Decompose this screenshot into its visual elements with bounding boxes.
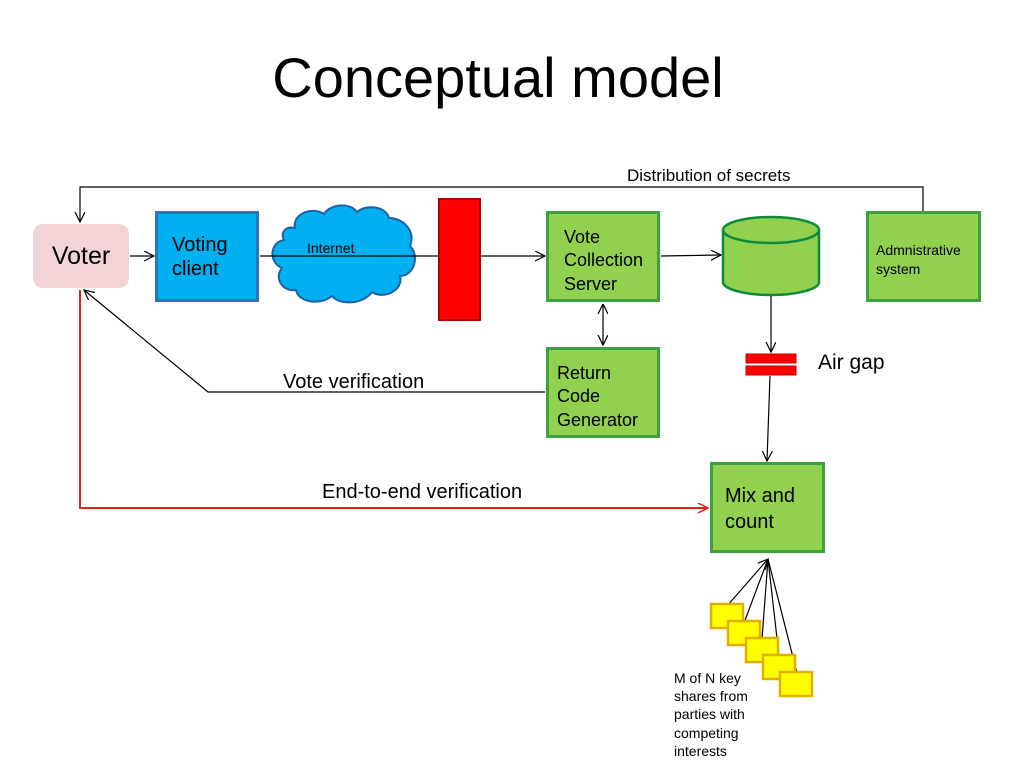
distribution-of-secrets-edge (80, 186, 924, 222)
vote-collection-server-label: Vote Collection Server (564, 227, 644, 294)
vote-verification-edge (84, 290, 545, 393)
server-to-database-edge (660, 255, 721, 256)
voter-label: Voter (51, 241, 111, 270)
key-shares-caption: M of N key shares from parties with comp… (674, 670, 748, 759)
airgap-to-mix-edge (767, 375, 770, 461)
return-code-generator-node: Return Code Generator (546, 347, 660, 438)
return-code-generator-label: Return Code Generator (557, 363, 639, 430)
air-gap-label: Air gap (818, 351, 885, 374)
voting-client-node: Voting client (155, 211, 259, 302)
key-shares-icon (709, 602, 814, 698)
ballot-database-icon (721, 215, 821, 297)
mix-and-count-node: Mix and count (710, 462, 825, 553)
end-to-end-verification-label: End-to-end verification (322, 481, 523, 503)
key-share-5 (778, 670, 814, 698)
mix-and-count-label: Mix and count (725, 485, 796, 533)
air-gap-icon (745, 353, 797, 376)
internet-label: Internet (307, 240, 355, 256)
distribution-of-secrets-label: Distribution of secrets (627, 166, 791, 185)
voter-node: Voter (33, 224, 129, 288)
vote-verification-label: Vote verification (283, 371, 425, 393)
firewall-icon (438, 198, 481, 321)
voting-client-label: Voting client (172, 234, 228, 280)
administrative-system-node: Admnistrative system (866, 211, 981, 302)
slide-title: Conceptual model (272, 46, 724, 109)
end-to-end-verification-edge (79, 290, 708, 508)
administrative-system-label: Admnistrative system (876, 242, 961, 277)
internet-cloud-icon (271, 204, 416, 304)
vote-collection-server-node: Vote Collection Server (546, 211, 660, 302)
